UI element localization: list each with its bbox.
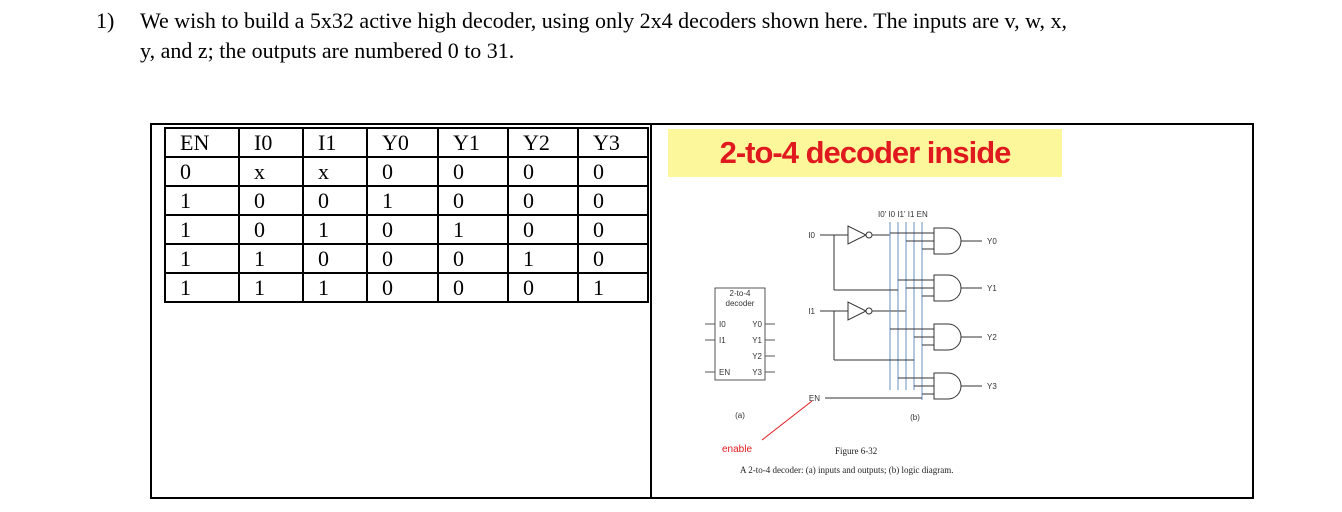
block-out-y3: Y3 (752, 368, 762, 377)
enable-note: enable (722, 444, 752, 455)
table-cell: 1 (302, 272, 368, 303)
figure-caption: A 2-to-4 decoder: (a) inputs and outputs… (740, 465, 953, 475)
input-i0-label: I0 (808, 231, 815, 240)
table-cell: 1 (507, 243, 579, 274)
table-cell: 0 (507, 185, 579, 216)
table-header-cell: Y1 (437, 127, 509, 158)
table-cell: 0 (437, 243, 509, 274)
decoder-diagram: 2-to-4 decoder I0 I1 EN Y0 Y1 Y2 Y3 (a) … (705, 210, 997, 475)
block-out-y2: Y2 (752, 352, 762, 361)
table-cell: 0 (507, 156, 579, 187)
decoder-block: 2-to-4 decoder I0 I1 EN Y0 Y1 Y2 Y3 (705, 287, 775, 381)
block-in-i0: I0 (719, 320, 726, 329)
table-cell: 1 (366, 185, 439, 216)
table-cell: 0 (577, 156, 649, 187)
table-cell: 1 (164, 272, 240, 303)
block-out-y0: Y0 (752, 320, 762, 329)
table-cell: 0 (366, 156, 439, 187)
block-title-2: decoder (726, 299, 755, 308)
output-y0-label: Y0 (987, 237, 997, 246)
table-cell: 0 (366, 272, 439, 303)
question-text-line-1: We wish to build a 5x32 active high deco… (140, 8, 1068, 33)
logic-diagram: I0' I0 I1' I1 EN (820, 210, 982, 400)
table-cell: 1 (238, 272, 304, 303)
table-cell: 1 (302, 214, 368, 245)
table-header-cell: Y3 (577, 127, 649, 158)
block-in-i1: I1 (719, 336, 726, 345)
output-y2-label: Y2 (987, 333, 997, 342)
table-cell: 0 (302, 243, 368, 274)
table-cell: 0 (437, 156, 509, 187)
figure-number: Figure 6-32 (835, 446, 877, 456)
table-cell: x (238, 156, 304, 187)
table-cell: 0 (164, 156, 240, 187)
label-a: (a) (735, 411, 745, 420)
table-cell: 1 (577, 272, 649, 303)
figure-frame (150, 123, 1254, 499)
table-cell: x (302, 156, 368, 187)
table-cell: 1 (238, 243, 304, 274)
table-cell: 0 (366, 243, 439, 274)
label-b: (b) (910, 413, 920, 422)
table-cell: 0 (437, 185, 509, 216)
table-cell: 1 (164, 243, 240, 274)
banner-title: 2-to-4 decoder inside (719, 135, 1012, 170)
table-cell: 0 (577, 214, 649, 245)
enable-arrow (761, 400, 813, 441)
table-header-cell: I0 (238, 127, 304, 158)
frame-divider (650, 123, 652, 499)
table-cell: 1 (164, 214, 240, 245)
output-y1-label: Y1 (987, 284, 997, 293)
question-number: 1) (96, 8, 115, 33)
banner: 2-to-4 decoder inside (668, 129, 1062, 177)
table-cell: 1 (437, 214, 509, 245)
block-title-1: 2-to-4 (730, 289, 751, 298)
question-text-line-2: y, and z; the outputs are numbered 0 to … (140, 38, 515, 63)
block-in-en: EN (719, 368, 730, 377)
block-out-y1: Y1 (752, 336, 762, 345)
table-cell: 0 (238, 214, 304, 245)
table-cell: 0 (507, 272, 579, 303)
table-cell: 0 (238, 185, 304, 216)
bus-labels: I0' I0 I1' I1 EN (878, 210, 928, 219)
table-cell: 0 (302, 185, 368, 216)
table-cell: 0 (366, 214, 439, 245)
table-header-cell: Y0 (366, 127, 439, 158)
table-header-cell: EN (164, 127, 240, 158)
output-y3-label: Y3 (987, 382, 997, 391)
table-cell: 0 (507, 214, 579, 245)
table-cell: 1 (164, 185, 240, 216)
table-header-cell: Y2 (507, 127, 579, 158)
table-cell: 0 (437, 272, 509, 303)
table-header-cell: I1 (302, 127, 368, 158)
input-en-label: EN (809, 394, 820, 403)
table-cell: 0 (577, 243, 649, 274)
table-cell: 0 (577, 185, 649, 216)
input-i1-label: I1 (808, 307, 815, 316)
question-text: We wish to build a 5x32 active high deco… (140, 6, 1290, 66)
